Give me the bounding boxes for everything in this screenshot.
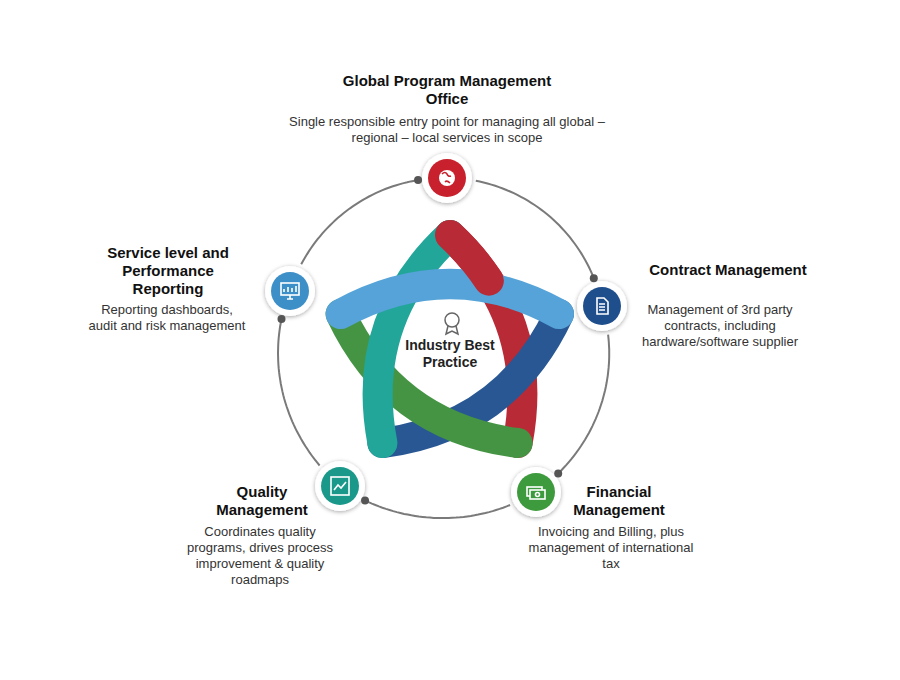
connector-dot — [590, 274, 598, 282]
node-heading: Service level and Performance Reporting — [93, 244, 243, 298]
connector-line — [278, 319, 320, 465]
service-node: Contract ManagementManagement of 3rd par… — [579, 283, 625, 329]
ribbon-knot — [341, 235, 559, 443]
node-badges — [265, 153, 627, 517]
service-node: Financial ManagementInvoicing and Billin… — [513, 469, 559, 515]
ring-connector — [361, 496, 510, 518]
award-icon — [445, 313, 459, 334]
connector-dot — [414, 176, 422, 184]
connector-line — [301, 180, 418, 264]
node-heading: Contract Management — [648, 261, 808, 279]
node-description: Coordinates quality programs, drives pro… — [176, 524, 344, 588]
node-heading: Quality Management — [197, 483, 327, 519]
node-description: Reporting dashboards, audit and risk man… — [88, 302, 246, 334]
node-heading: Financial Management — [554, 483, 684, 519]
connector-dot — [278, 315, 286, 323]
connector-dot — [361, 496, 369, 504]
ring-connector — [476, 181, 598, 282]
badge-icons — [281, 170, 608, 499]
center-label: Industry Best Practice — [402, 337, 498, 371]
service-node: Global Program Management OfficeSingle r… — [424, 155, 470, 201]
service-node: Service level and Performance ReportingR… — [267, 268, 313, 314]
node-description: Single responsible entry point for manag… — [287, 114, 607, 146]
ring-connector — [278, 315, 320, 465]
ring-connector — [301, 176, 422, 264]
connector-line — [365, 501, 510, 519]
ring-connector — [554, 335, 609, 478]
connector-line — [476, 181, 594, 278]
connector-line — [558, 335, 609, 474]
connector-dot — [554, 470, 562, 478]
service-node: Quality ManagementCoordinates quality pr… — [317, 463, 363, 509]
node-description: Management of 3rd party contracts, inclu… — [631, 302, 809, 350]
node-heading: Global Program Management Office — [337, 72, 557, 108]
node-description: Invoicing and Billing, plus management o… — [525, 524, 697, 572]
